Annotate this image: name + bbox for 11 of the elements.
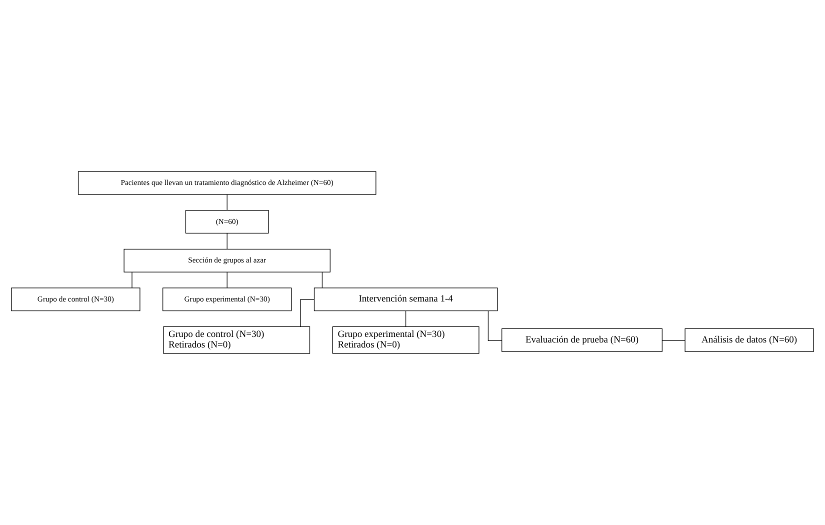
node-box: Grupo de control (N=30) Retirados (N=0) bbox=[163, 326, 310, 354]
connector bbox=[226, 233, 228, 250]
connector bbox=[662, 340, 686, 342]
connector bbox=[488, 310, 502, 342]
node-box: Evaluación de prueba (N=60) bbox=[502, 328, 662, 352]
connector bbox=[226, 194, 228, 210]
connector bbox=[300, 299, 314, 327]
connector bbox=[226, 272, 228, 288]
node-box: Grupo experimental (N=30) Retirados (N=0) bbox=[332, 326, 480, 354]
node-box: Intervención semana 1-4 bbox=[314, 288, 498, 312]
node-box: Análisis de datos (N=60) bbox=[684, 328, 814, 352]
